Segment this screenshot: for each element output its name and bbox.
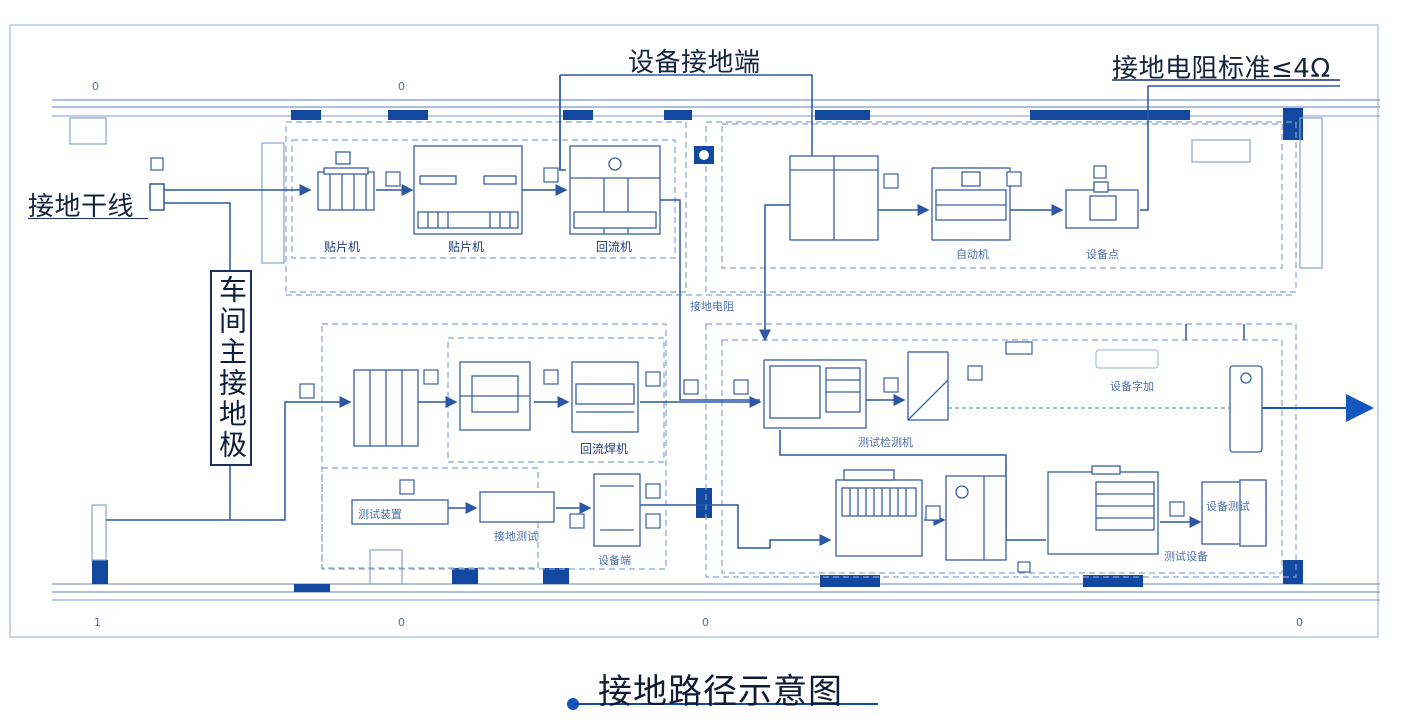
main-electrode-label: 车间主接地极 (210, 270, 252, 466)
device-label-right-mid: 设备字加 (1110, 380, 1154, 393)
reflow-machine-1 (569, 145, 661, 235)
remote-panel (1229, 365, 1263, 453)
device-label-reflow2: 回流焊机 (580, 442, 629, 456)
marker-squares (150, 157, 1185, 573)
grid-mark-top-b: 0 (398, 80, 405, 93)
auto-machine (931, 167, 1011, 241)
tall-panel (945, 475, 1007, 561)
lower-machine (835, 469, 923, 557)
device-label-left-low3: 设备端 (598, 554, 631, 567)
cabinet-row (353, 369, 419, 447)
resistance-standard-label: 接地电阻标准≤4Ω (1112, 54, 1331, 84)
device-label-right-low: 测试设备 (1164, 550, 1208, 563)
device-label-small-top: 接地电阻 (690, 300, 734, 313)
diagram-title: 接地路径示意图 (598, 672, 843, 712)
main-trunk-label: 接地干线 (28, 192, 135, 222)
device-label-right-top1: 自动机 (956, 248, 989, 261)
reflow-machine-2 (571, 361, 639, 433)
device-label-reflow1: 回流机 (596, 240, 633, 254)
equipment-terminal-label: 设备接地端 (628, 48, 761, 78)
grid-mark-bottom-c: 0 (702, 616, 709, 629)
device-label-left-low2: 接地测试 (494, 530, 538, 543)
device-label-left-low: 测试装置 (358, 508, 402, 521)
grid-mark-bottom-left: 1 (94, 616, 101, 629)
grid-mark-bottom-b: 0 (398, 616, 405, 629)
device-label-smt2: 贴片机 (448, 240, 485, 254)
device-label-right-top2: 设备点 (1086, 248, 1119, 261)
control-cabinet (789, 155, 879, 241)
main-trunk-underline (28, 218, 148, 219)
rail-blocks (92, 108, 1303, 592)
slant-box (907, 351, 949, 421)
outer-frame (9, 24, 1379, 638)
small-machine (459, 361, 531, 431)
test-monitor (763, 359, 867, 429)
device-point (1065, 181, 1139, 229)
device-label-right-mid2: 测试检测机 (858, 436, 913, 449)
device-label-smt1: 贴片机 (324, 240, 361, 254)
smt-machine-2 (413, 145, 523, 235)
end-unit (1201, 479, 1267, 547)
smt-machine-1 (317, 151, 375, 211)
big-tester (1047, 465, 1159, 555)
device-label-right-lowest: 设备测试 (1206, 500, 1250, 513)
lower-left-devices (351, 473, 641, 547)
grid-mark-bottom-d: 0 (1296, 616, 1303, 629)
grid-mark-top-a: 0 (92, 80, 99, 93)
